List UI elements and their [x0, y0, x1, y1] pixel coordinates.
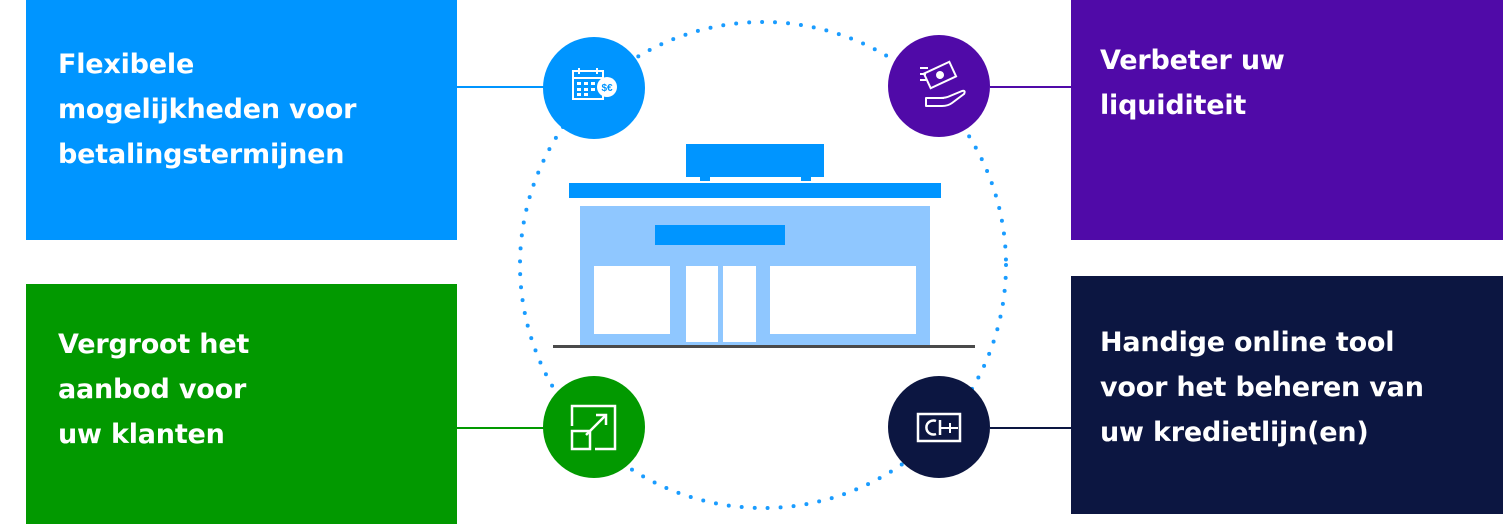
expand-arrow-icon: [543, 376, 645, 478]
feature-text-line: voor het beheren van: [1100, 372, 1424, 403]
feature-text-line: aanbod voor: [58, 374, 247, 405]
feature-text-line: Handige online tool: [1100, 327, 1395, 358]
feature-text-line: uw kredietlijn(en): [1100, 417, 1369, 448]
feature-text-line: Vergroot het: [58, 329, 250, 360]
feature-box-customer-offer: Vergroot het aanbod voor uw klanten: [26, 284, 457, 524]
feature-text-line: betalingstermijnen: [58, 139, 345, 170]
feature-box-payment-terms: Flexibele mogelijkheden voor betalingste…: [26, 0, 457, 240]
feature-text-line: Flexibele: [58, 49, 195, 80]
calendar-currency-icon: $€: [543, 37, 645, 139]
dotted-ring: [518, 20, 1008, 510]
feature-text-line: mogelijkheden voor: [58, 94, 357, 125]
feature-text-line: Verbeter uw: [1100, 45, 1285, 76]
store-building-icon: [553, 144, 975, 348]
feature-box-online-tool: Handige online tool voor het beheren van…: [1071, 276, 1503, 514]
credit-card-icon: [888, 376, 990, 478]
feature-box-liquidity: Verbeter uw liquiditeit: [1071, 0, 1503, 240]
svg-text:$€: $€: [601, 83, 613, 94]
hand-money-icon: [888, 35, 990, 137]
feature-text-line: liquiditeit: [1100, 90, 1247, 121]
feature-text-line: uw klanten: [58, 419, 225, 450]
